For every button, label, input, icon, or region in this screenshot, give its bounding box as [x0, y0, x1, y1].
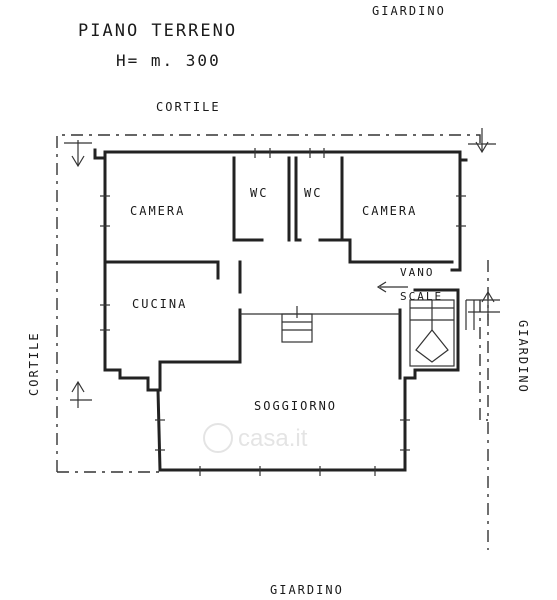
- staircase: [409, 299, 455, 367]
- room-soggiorno: SOGGIORNO: [254, 399, 337, 413]
- direction-arrow: [376, 281, 408, 293]
- room-wc-1: WC: [250, 186, 268, 200]
- boundary-arrow-right: [468, 290, 500, 320]
- watermark: casa.it: [203, 423, 308, 453]
- wall-camera-right: [340, 238, 454, 264]
- room-scale: SCALE: [400, 290, 443, 303]
- windows: [100, 148, 466, 476]
- wall-cucina: [158, 260, 242, 392]
- plan-title: PIANO TERRENO: [78, 21, 237, 41]
- outer-wall-east: [406, 150, 462, 380]
- boundary-arrow-top-left: [64, 140, 92, 168]
- label-cortile-top: CORTILE: [156, 100, 221, 114]
- property-boundary: [56, 134, 489, 550]
- wall-camera-left: [103, 156, 264, 280]
- label-giardino-top: GIARDINO: [372, 4, 446, 18]
- label-giardino-bottom: GIARDINO: [270, 583, 344, 597]
- wall-stair: [398, 288, 460, 380]
- room-wc-2: WC: [304, 186, 322, 200]
- boundary-arrow-top-right: [468, 128, 496, 154]
- entry-steps: [281, 306, 313, 343]
- outer-wall-south: [156, 376, 407, 472]
- label-cortile-left: CORTILE: [27, 331, 41, 396]
- room-camera-right: CAMERA: [362, 204, 417, 218]
- height-note: H= m. 300: [116, 51, 221, 70]
- label-giardino-right: GIARDINO: [516, 320, 530, 394]
- property-boundary-lower: [57, 300, 488, 473]
- room-camera-left: CAMERA: [130, 204, 185, 218]
- boundary-arrow-left: [70, 380, 92, 408]
- outdoor-steps: [465, 299, 500, 330]
- outer-wall-west: [103, 150, 160, 392]
- watermark-logo-icon: [203, 423, 233, 453]
- room-cucina: CUCINA: [132, 297, 187, 311]
- outer-wall-north: [93, 148, 468, 162]
- watermark-text: casa.it: [238, 425, 308, 452]
- room-vano: VANO: [400, 266, 435, 279]
